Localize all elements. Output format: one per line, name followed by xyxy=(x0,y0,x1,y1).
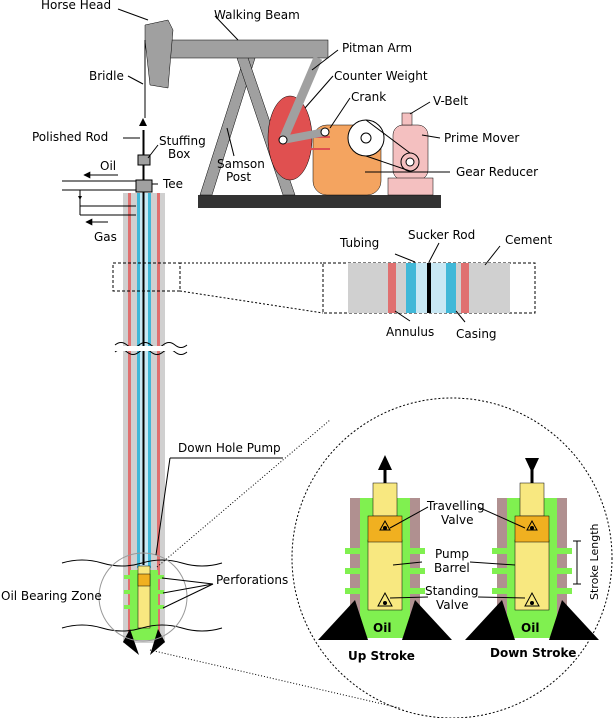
label-oil-outlet: Oil xyxy=(100,159,116,173)
label-post: Post xyxy=(226,170,251,184)
pump-jack xyxy=(144,19,441,208)
label-gear-reducer: Gear Reducer xyxy=(456,165,538,179)
small-pump xyxy=(123,565,165,655)
label-annulus: Annulus xyxy=(386,325,434,339)
label-oil-down: Oil xyxy=(521,621,539,635)
label-sucker-rod: Sucker Rod xyxy=(408,228,475,242)
zone-line-top xyxy=(61,559,223,567)
label-v-belt: V-Belt xyxy=(433,94,468,108)
label-box: Box xyxy=(168,147,190,161)
label-standing: Standing xyxy=(425,584,478,598)
label-up-stroke: Up Stroke xyxy=(348,649,415,663)
label-tubing: Tubing xyxy=(339,236,379,250)
leader-lines xyxy=(117,8,526,609)
label-travelling-valve: Valve xyxy=(441,513,473,527)
label-crank: Crank xyxy=(351,90,386,104)
label-stroke-length: Stroke Length xyxy=(588,523,601,600)
label-perforations: Perforations xyxy=(216,573,288,587)
label-prime-mover: Prime Mover xyxy=(444,131,519,145)
label-oil-bearing-zone: Oil Bearing Zone xyxy=(1,589,102,603)
label-tee: Tee xyxy=(162,177,183,191)
label-pitman-arm: Pitman Arm xyxy=(342,41,412,55)
cross-section xyxy=(112,262,536,314)
down-stroke-pump xyxy=(465,458,599,640)
label-walking-beam: Walking Beam xyxy=(214,8,300,22)
label-standing-valve: Valve xyxy=(436,598,468,612)
wellhead xyxy=(62,118,153,226)
label-gas: Gas xyxy=(94,230,117,244)
label-horse-head: Horse Head xyxy=(41,0,111,12)
label-stuffing: Stuffing xyxy=(159,134,206,148)
label-travelling: Travelling xyxy=(426,499,485,513)
zone-line-bottom xyxy=(61,624,223,632)
label-pump: Pump xyxy=(435,547,469,561)
label-samson: Samson xyxy=(217,157,265,171)
label-polished-rod: Polished Rod xyxy=(32,130,108,144)
label-down-hole-pump: Down Hole Pump xyxy=(178,441,281,455)
label-down-stroke: Down Stroke xyxy=(490,646,576,660)
label-bridle: Bridle xyxy=(89,69,124,83)
label-cement: Cement xyxy=(505,233,552,247)
label-counter-weight: Counter Weight xyxy=(334,69,428,83)
label-oil-up: Oil xyxy=(373,621,391,635)
label-casing: Casing xyxy=(456,327,497,341)
label-barrel: Barrel xyxy=(434,561,470,575)
